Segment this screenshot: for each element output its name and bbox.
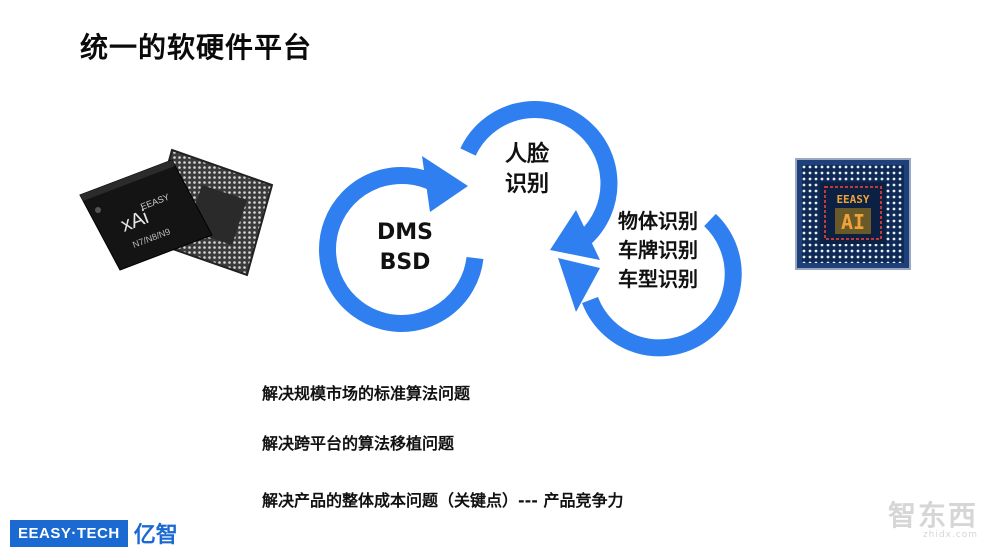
right-arrowhead-icon [558, 258, 600, 312]
face-label-line-1: 人脸 [504, 142, 549, 167]
logo-chinese: 亿智 [133, 523, 178, 548]
top-cycle-arc [460, 100, 618, 245]
eeasy-ai-chip-image: EEASY AI [795, 158, 911, 270]
right-cycle-arc [582, 213, 742, 357]
dms-bsd-label: DMS BSD [360, 218, 450, 277]
recognition-cycle-diagram [319, 100, 742, 357]
vehicle-type-label: 车型识别 [618, 267, 698, 291]
zhidx-watermark: 智东西 zhidx.com [866, 494, 978, 550]
object-label: 物体识别 [618, 209, 698, 233]
dms-label: DMS [377, 220, 433, 245]
face-label-line-2: 识别 [504, 171, 549, 197]
watermark-main-text: 智东西 [887, 499, 978, 532]
top-arrowhead-icon [550, 210, 600, 260]
right-chip-brand-text: EEASY [836, 193, 869, 206]
watermark-sub-text: zhidx.com [922, 530, 978, 540]
point-item: 解决跨平台的算法移植问题 [262, 434, 455, 453]
xai-chip-image: EEASY xAi N7/N8/N9 [79, 148, 274, 277]
point-item: 解决规模市场的标准算法问题 [262, 384, 471, 403]
left-cycle-arc [319, 166, 484, 332]
object-recognition-label: 物体识别 车牌识别 车型识别 [608, 207, 708, 294]
plate-label: 车牌识别 [618, 238, 698, 262]
bsd-label: BSD [379, 249, 431, 275]
slide-title: 统一的软硬件平台 [80, 31, 313, 64]
eeasy-tech-logo: EEASY·TECH 亿智 [10, 518, 178, 548]
face-recognition-label: 人脸 识别 [487, 140, 567, 199]
point-item: 解决产品的整体成本问题（关键点）--- 产品竞争力 [262, 491, 624, 510]
right-chip-label-text: AI [841, 210, 865, 234]
logo-english: EEASY·TECH [10, 519, 128, 547]
left-arrowhead-icon [422, 156, 468, 212]
